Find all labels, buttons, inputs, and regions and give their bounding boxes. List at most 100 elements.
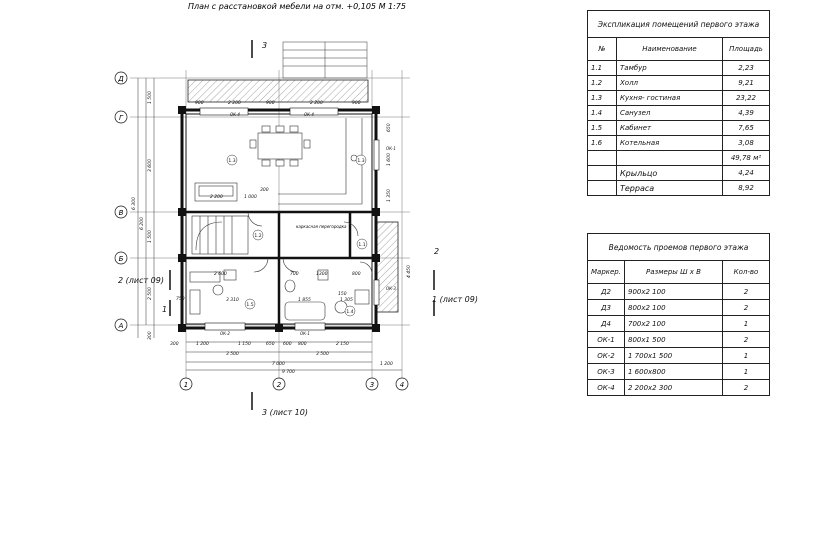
plan-title: План с расстановкой мебели на отм. +0,10… <box>188 2 406 11</box>
axis-label-row: Б <box>119 255 124 263</box>
axis-label-col: 2 <box>277 381 282 389</box>
cell-size: 900х2 100 <box>624 283 723 300</box>
axis-label-row: В <box>119 209 124 217</box>
cell-name: Терраса <box>616 180 723 196</box>
window-tag: ОК-4 <box>304 112 314 117</box>
col-header-size: Размеры Ш х В <box>624 260 723 284</box>
cell-area: 4,39 <box>722 105 770 121</box>
section-label-left: 2 (лист 09) <box>118 276 164 285</box>
cell-area: 2,23 <box>722 60 770 76</box>
window-tag: ОК-3 <box>386 286 396 291</box>
cell-number: 1.6 <box>587 135 617 151</box>
cell-size: 1 600х800 <box>624 363 723 380</box>
log-ends <box>178 106 380 332</box>
col-header-number: № <box>587 37 617 61</box>
axis-label-row: Д <box>117 75 124 83</box>
window-tag: ОК-2 <box>220 331 230 336</box>
room-number: 1.4 <box>346 309 353 315</box>
room-tags <box>226 154 368 317</box>
cell-number: 1.2 <box>587 75 617 91</box>
rooms-schedule-table: Экспликация помещений первого этажа № На… <box>587 10 770 196</box>
dim-label: 650 <box>266 341 275 347</box>
dim-label: 900 <box>352 100 361 106</box>
window-tag: ОК-1 <box>300 331 310 336</box>
dim-label: 6 300 <box>131 197 137 210</box>
dim-label: 2 150 <box>336 341 349 347</box>
cell-qty: 2 <box>722 379 770 396</box>
room-number: 1.1 <box>358 242 365 248</box>
cell-size: 1 700х1 500 <box>624 347 723 364</box>
dim-label: 2 200 <box>228 100 241 106</box>
cell-size: 700х2 100 <box>624 315 723 332</box>
dim-label: 1 200 <box>196 341 209 347</box>
total-row: 49,78 м² <box>587 150 770 166</box>
cell-name: Кабинет <box>616 120 723 136</box>
dim-label: 1 600 <box>386 153 392 166</box>
cell-qty: 1 <box>722 315 770 332</box>
dim-label: 2 200 <box>210 194 223 200</box>
cell-area: 3,08 <box>722 135 770 151</box>
dim-label: 2 200 <box>310 100 323 106</box>
window-tag: ОК-4 <box>230 112 240 117</box>
cell-size: 800х2 100 <box>624 299 723 316</box>
dim-label: 6 200 <box>139 217 145 230</box>
section-label-bottom: 3 (лист 10) <box>262 408 308 417</box>
cell-marker: Д3 <box>587 299 625 316</box>
cell-name: Котельная <box>616 135 723 151</box>
room-number: 1.3 <box>228 158 235 164</box>
dim-label: 1 500 <box>147 230 153 243</box>
study-furniture <box>189 269 237 315</box>
dim-label: 3 310 <box>226 297 239 303</box>
terrace-hatch <box>187 79 369 103</box>
section-label-right: 1 (лист 09) <box>432 295 478 304</box>
cell-marker: Д2 <box>587 283 625 300</box>
cell-number: 1.3 <box>587 90 617 106</box>
interior-walls <box>182 210 376 328</box>
dim-label: 7 000 <box>272 361 285 367</box>
sofa <box>194 182 238 202</box>
cell-name: Санузел <box>616 105 723 121</box>
dimension-lines <box>137 78 402 371</box>
section-label-right-num: 2 <box>434 247 439 256</box>
room-number: 1.5 <box>246 302 253 308</box>
axis-lines <box>130 70 410 378</box>
axis-label-col: 1 <box>184 381 188 389</box>
axis-label-row: А <box>118 322 124 330</box>
dim-label: 1 150 <box>238 341 251 347</box>
dim-label: 1 000 <box>244 194 257 200</box>
dim-label: 300 <box>147 331 153 340</box>
rooms-schedule-caption: Экспликация помещений первого этажа <box>587 10 770 38</box>
col-header-marker: Маркер. <box>587 260 625 284</box>
section-markers <box>169 40 435 410</box>
cell-area: 9,21 <box>722 75 770 91</box>
dim-label: 650 <box>386 123 392 132</box>
dim-label: 3 500 <box>316 351 329 357</box>
cell-marker: ОК-3 <box>587 363 625 380</box>
dim-label: 900 <box>266 100 275 106</box>
partition-label: каркасная перегородка <box>296 224 347 229</box>
cell-marker: ОК-4 <box>587 379 625 396</box>
dim-label: 300 <box>260 187 269 193</box>
cell-area: 4,24 <box>722 165 770 181</box>
room-number: 1.3 <box>357 158 364 164</box>
col-header-area: Площадь <box>722 37 770 61</box>
cell-qty: 2 <box>722 283 770 300</box>
windows <box>199 107 380 331</box>
bathroom-fixtures <box>284 269 370 321</box>
dim-label: 700 <box>290 271 299 277</box>
dim-label: 9 700 <box>282 369 295 375</box>
cell-size: 2 200х2 300 <box>624 379 723 396</box>
cell-area: 7,65 <box>722 120 770 136</box>
section-label-top: 3 <box>262 41 267 50</box>
